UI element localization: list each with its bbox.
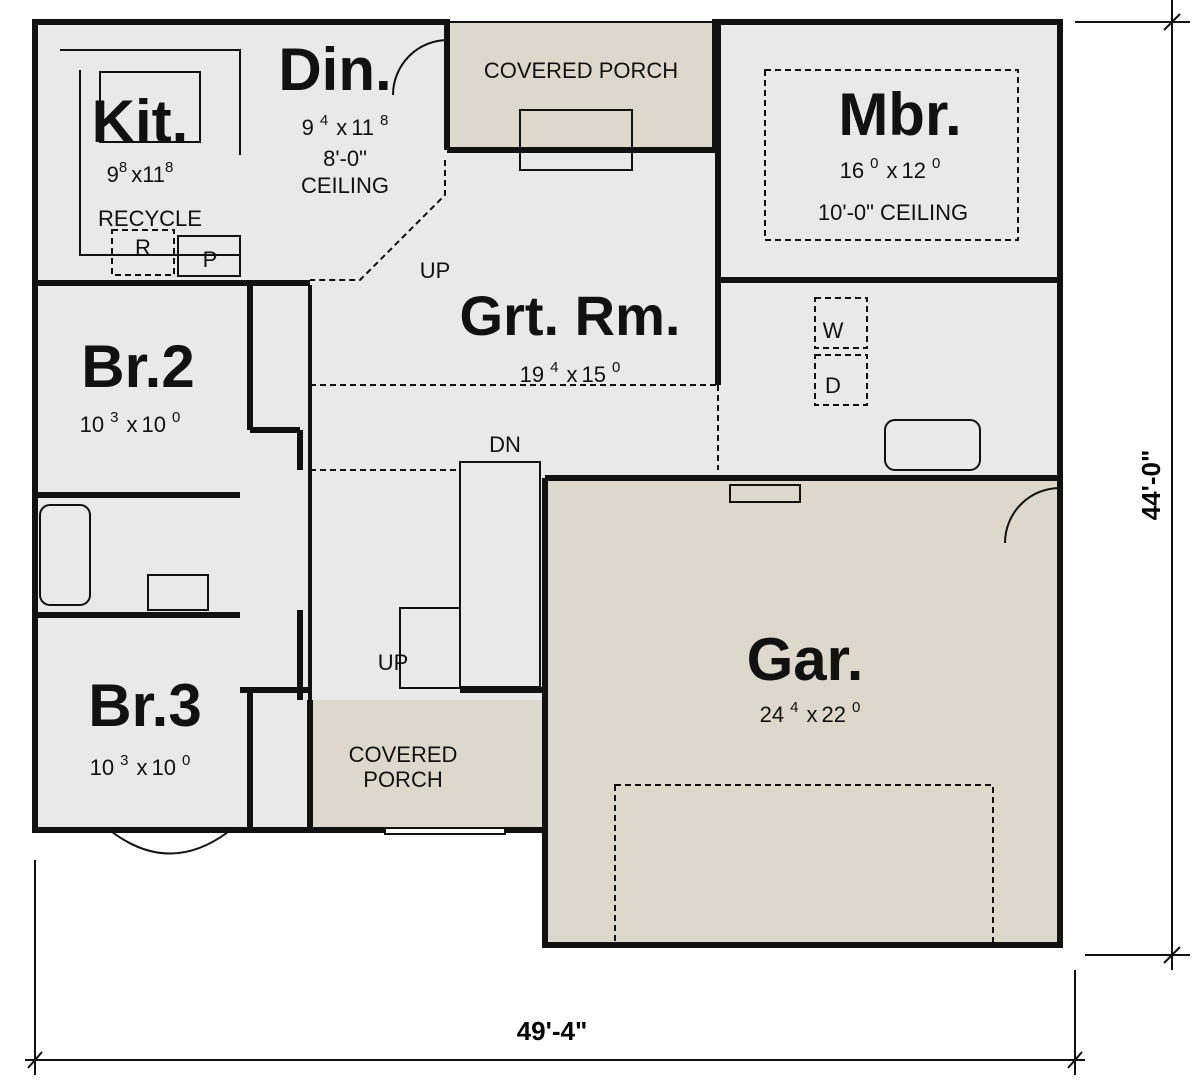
great-room-label: Grt. Rm. [460, 284, 681, 347]
pantry-label: P [203, 247, 218, 272]
garage-label: Gar. [747, 626, 864, 693]
dining-ceiling-height: 8'-0" [323, 146, 367, 171]
dryer [814, 354, 868, 406]
washer [814, 297, 868, 349]
up-stairs-label: UP [378, 650, 409, 675]
dryer-label: D [825, 373, 841, 398]
rear-porch-label: COVERED PORCH [484, 58, 678, 83]
interior-walls [35, 22, 1060, 946]
width-dimension-line [25, 860, 1085, 1075]
front-porch-area [310, 700, 545, 830]
fireplace [519, 109, 633, 171]
depth-dimension-line [1075, 0, 1190, 970]
overall-width-label: 49'-4" [517, 1016, 588, 1046]
garage-area [545, 478, 1060, 945]
master-bedroom-label: Mbr. [838, 81, 961, 148]
kitchen-label: Kit. [92, 88, 189, 155]
fixtures [39, 39, 1061, 855]
front-porch-label-line2: PORCH [363, 767, 442, 792]
washer-label: W [823, 318, 844, 343]
master-ceiling: 10'-0" CEILING [818, 200, 968, 225]
tray-ceiling [764, 69, 1019, 241]
recycle-bin-label: R [135, 235, 151, 260]
bathtub [39, 504, 91, 606]
up-label-dining: UP [420, 258, 451, 283]
stairs [459, 461, 541, 688]
garage-door [614, 784, 994, 946]
front-porch-label-line1: COVERED [349, 742, 458, 767]
dining-ceiling-label: CEILING [301, 173, 389, 198]
bedroom3-label: Br.3 [88, 672, 201, 739]
down-stairs-label: DN [489, 432, 521, 457]
recycle-label: RECYCLE [98, 206, 202, 231]
dining-label: Din. [278, 36, 391, 103]
master-tub [884, 419, 981, 471]
bedroom2-label: Br.2 [81, 333, 194, 400]
floor-areas [35, 22, 1060, 950]
overall-depth-label: 44'-0" [1136, 450, 1166, 521]
rear-porch-area [447, 22, 715, 150]
